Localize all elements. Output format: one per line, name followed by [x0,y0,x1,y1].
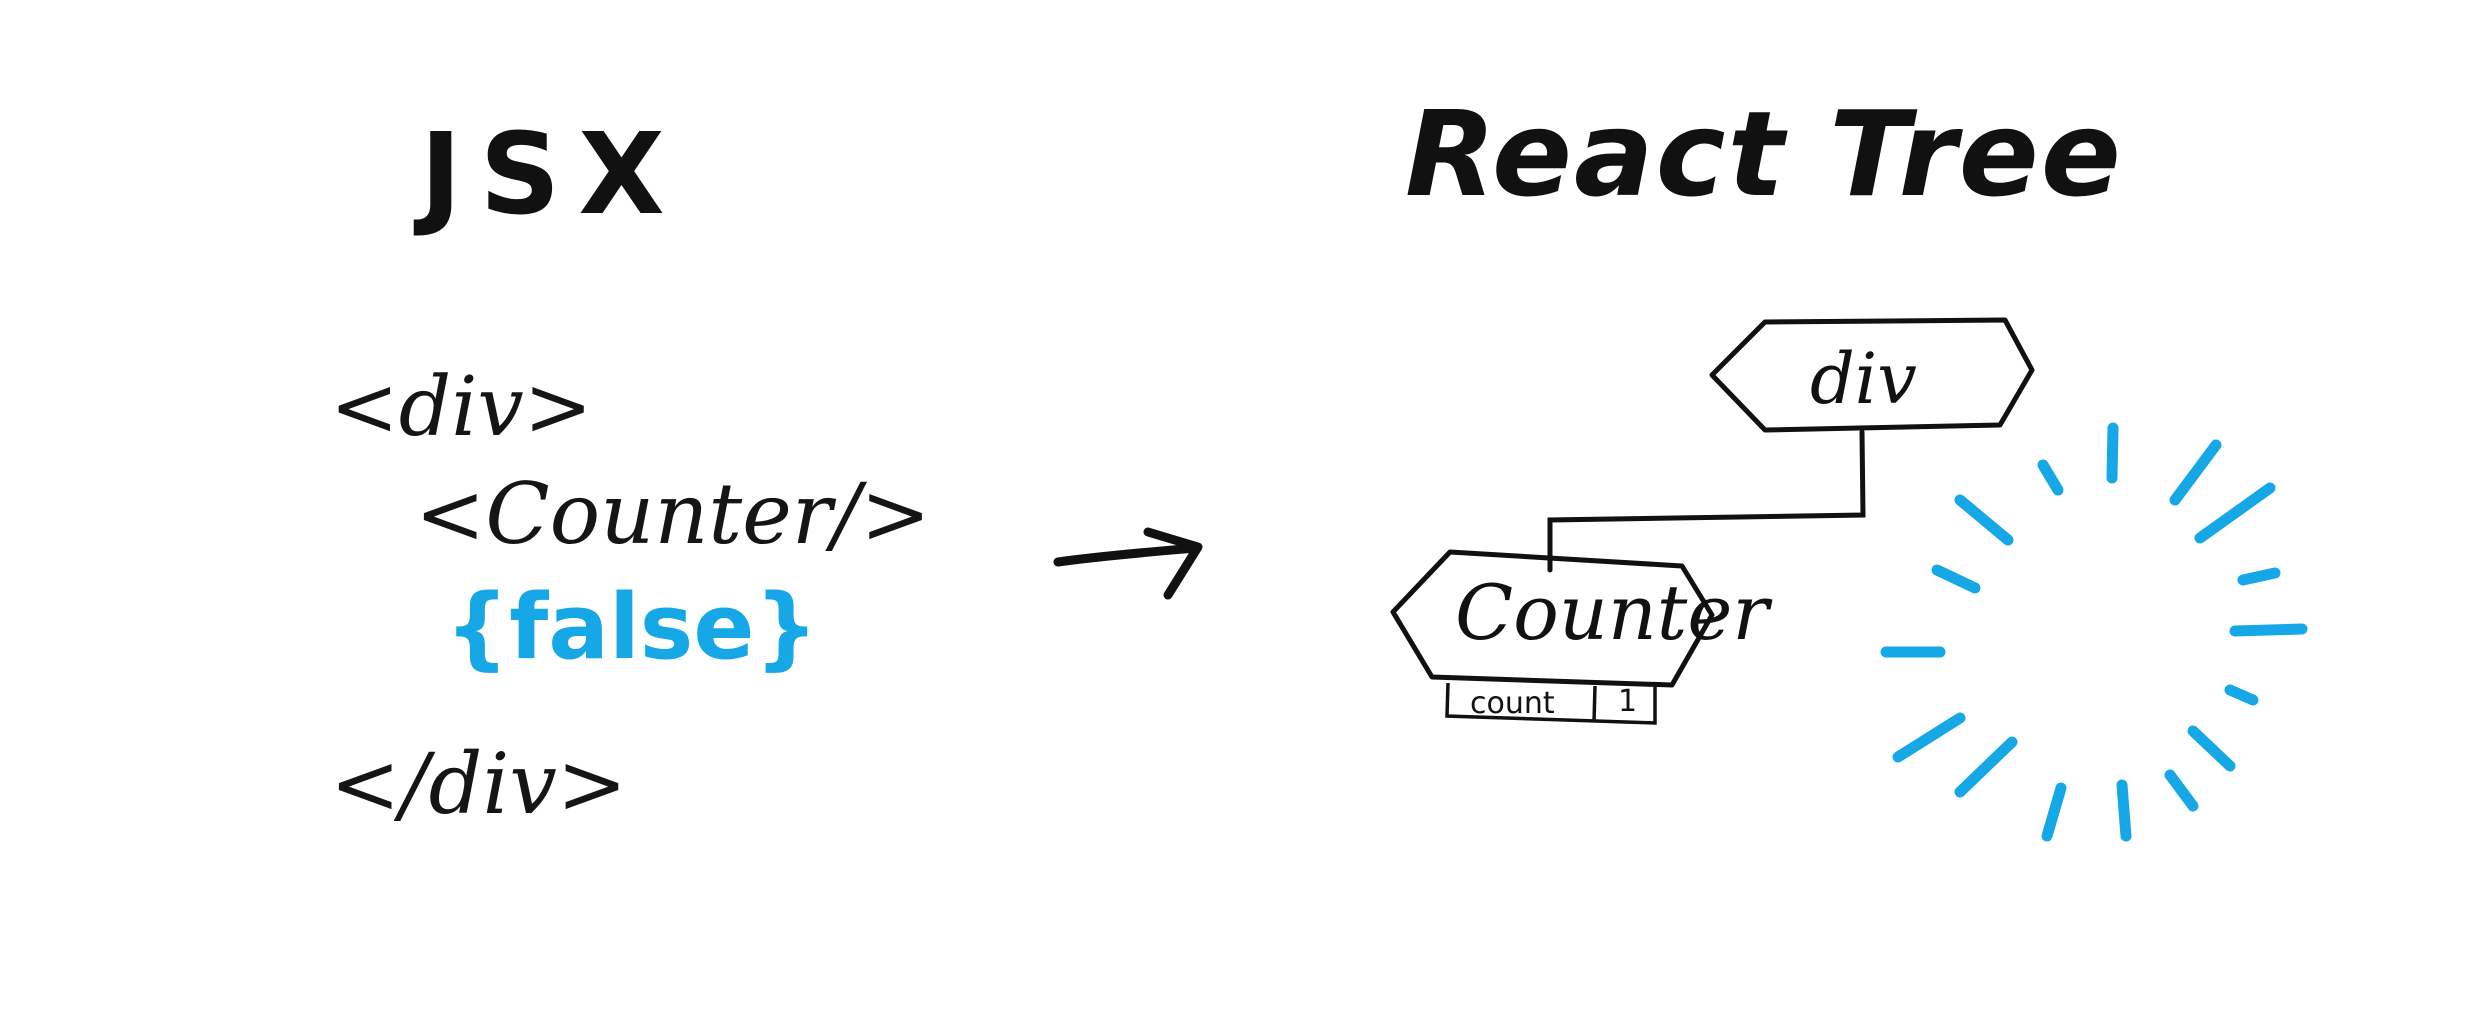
tree-edge [1547,429,1866,573]
div-node [1709,317,2035,433]
jsx-div-close: </div> [330,735,628,833]
counter-node [1390,549,1715,688]
counter-node-label: Counter [1455,568,1769,657]
state-key: count [1470,686,1555,721]
state-value: 1 [1618,684,1638,719]
right-arrow-icon [1053,527,1203,600]
jsx-heading: JSX [420,110,683,240]
jsx-counter-element: <Counter/> [415,465,931,563]
react-tree-heading: React Tree [1405,85,2123,223]
counter-state-table [1445,682,1657,725]
sparkle-burst-icon [1880,422,2308,842]
jsx-false-expression: {false} [445,575,819,680]
jsx-div-open: <div> [330,360,593,455]
div-node-label: div [1810,338,1917,420]
